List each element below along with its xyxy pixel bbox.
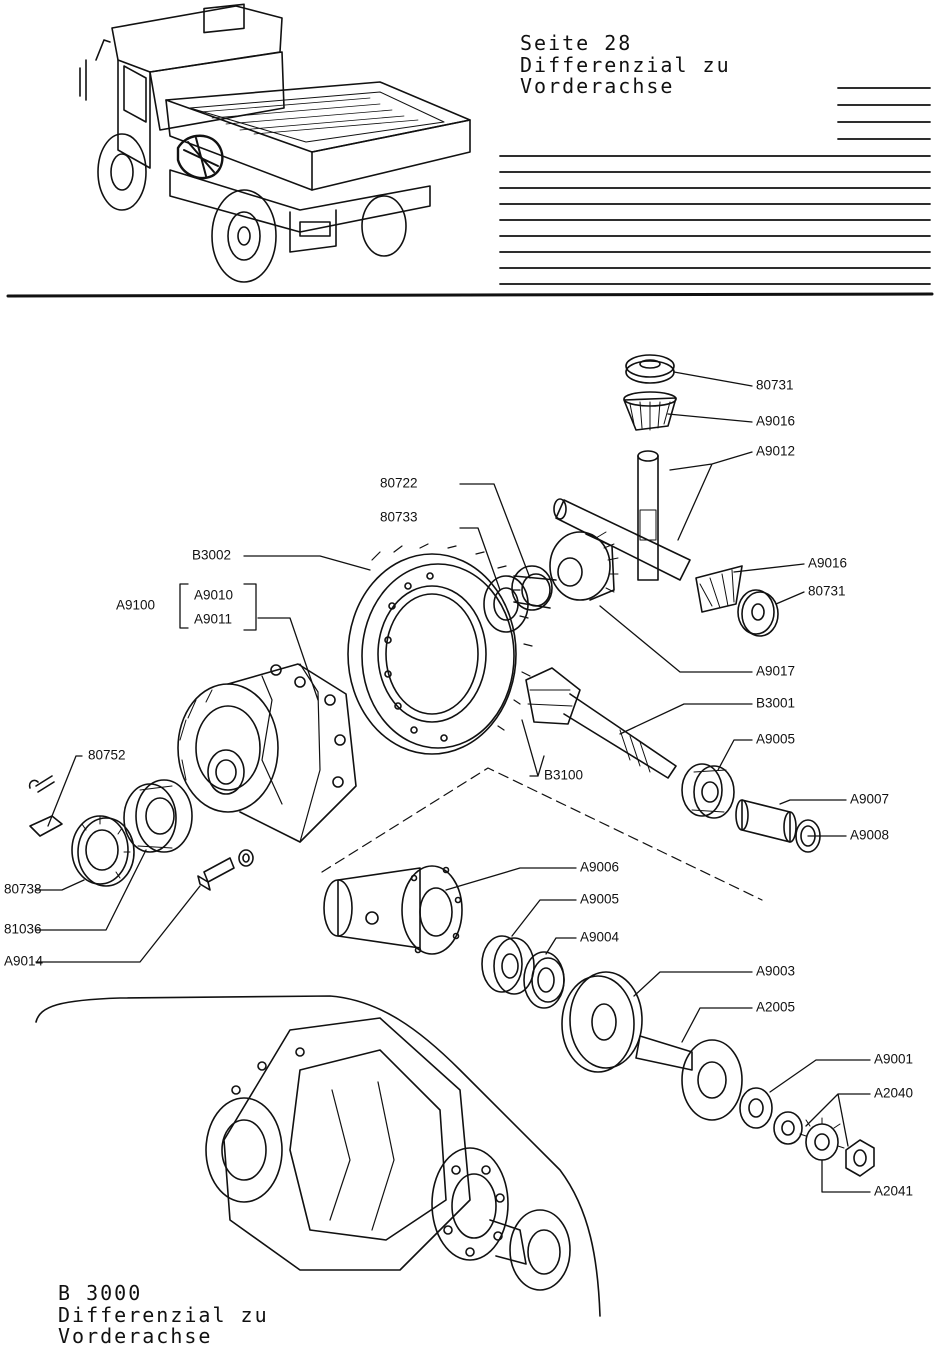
thrust-washer-80733 [483,575,529,633]
spider-gear-top [623,391,677,431]
assembly-dash-line [321,767,763,901]
label-a9005-lower: A9005 [580,892,619,907]
cotter-pin [28,775,63,837]
label-a9016-top: A9016 [756,414,795,429]
label-80752: 80752 [88,748,126,763]
pinion-bearing-lower [481,935,535,995]
label-a9007: A9007 [850,792,889,807]
label-a9004: A9004 [580,930,620,945]
side-gear [549,531,619,601]
taper-bearing-81036 [123,779,193,853]
flange-washer [739,1087,773,1129]
label-a2005: A2005 [756,1000,795,1015]
hex-nut [845,1139,875,1177]
differential-case [177,663,357,843]
assembled-differential [205,1017,571,1291]
truck-illustration [79,3,471,283]
header-title-line2: Differenzial zu [520,53,731,77]
spider-gear-right [695,565,743,613]
label-a9003: A9003 [756,964,795,979]
label-80733: 80733 [380,510,418,525]
label-a9008: A9008 [850,828,889,843]
label-a9017: A9017 [756,664,795,679]
label-a9001: A9001 [874,1052,913,1067]
oil-seal [523,951,565,1009]
header-ruled-lines [499,87,931,285]
bearing-ring [511,565,557,611]
label-b3100: B3100 [544,768,583,783]
thrust-washer-top [625,354,675,384]
cross-shaft [553,450,691,581]
pinion-housing [323,865,463,955]
label-a9016-right: A9016 [808,556,847,571]
label-81036: 81036 [4,922,42,937]
label-a9005-upper: A9005 [756,732,795,747]
part-labels: 80731 A9016 A9012 80722 80733 A9016 8073… [4,378,913,1199]
label-80722: 80722 [380,476,418,491]
ring-gear [347,543,533,755]
label-a9011: A9011 [194,612,232,627]
bolt [197,857,235,891]
spacer-sleeve [735,799,797,843]
lock-washer [799,1117,845,1161]
label-a2040: A2040 [874,1086,913,1101]
header-title-line3: Vorderachse [520,74,675,98]
footer-title-line2: Differenzial zu [58,1303,269,1327]
assembly-outline-arc [35,995,601,1317]
label-b3001: B3001 [756,696,795,711]
thrust-washer-right [737,589,779,637]
label-80731-top: 80731 [756,378,794,393]
leader-lines [35,371,871,1193]
label-a9010: A9010 [194,588,233,603]
label-a2041: A2041 [874,1184,913,1199]
label-a9012: A9012 [756,444,795,459]
label-a9100: A9100 [116,598,155,613]
drive-pinion [525,667,677,779]
washer-small [238,849,254,867]
label-a9014: A9014 [4,954,44,969]
footer-title-line3: Vorderachse [58,1324,213,1348]
label-80731-right: 80731 [808,584,846,599]
pinion-bearing-upper [681,763,735,819]
adjusting-nut [71,815,135,887]
header-title-line1: Seite 28 [520,31,633,55]
castle-nut [773,1111,803,1145]
header-divider [6,292,934,298]
bearing-cover [561,971,643,1073]
label-a9006: A9006 [580,860,619,875]
drive-flange [635,1035,743,1121]
label-80738: 80738 [4,882,42,897]
label-b3002: B3002 [192,548,231,563]
footer-title-line1: B 3000 [58,1281,143,1305]
